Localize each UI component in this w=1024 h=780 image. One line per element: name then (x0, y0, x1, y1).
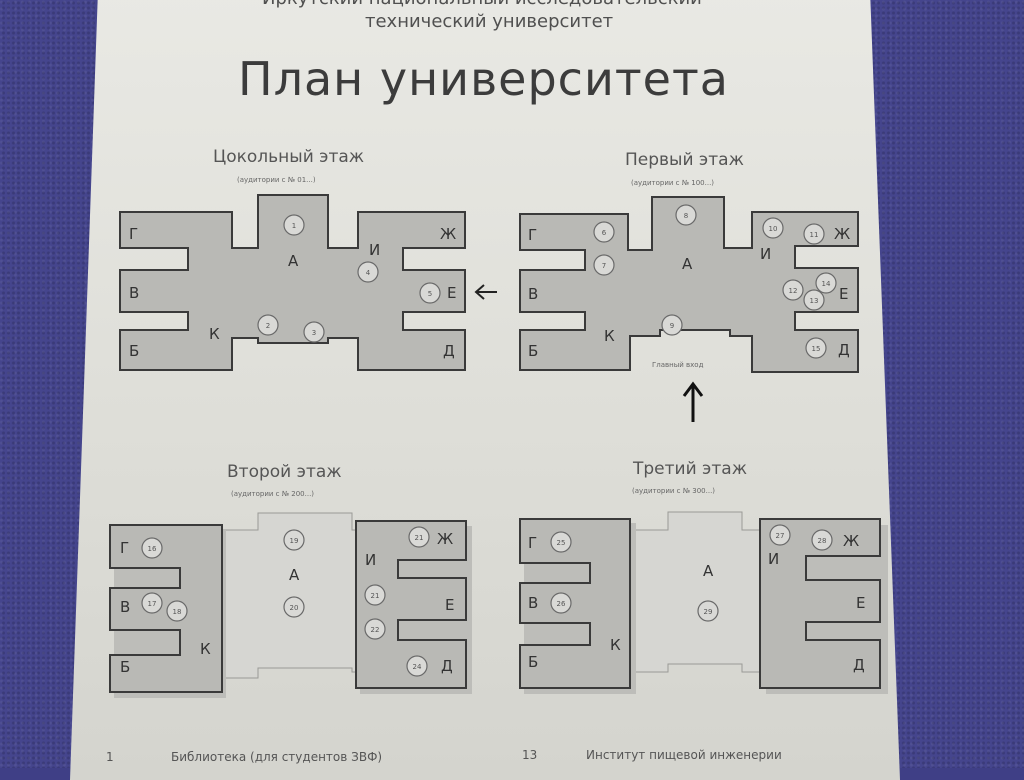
wing-label-g: Г (528, 534, 538, 552)
wing-label-b: Б (528, 653, 539, 671)
svg-text:14: 14 (822, 280, 831, 288)
legend-number: 13 (522, 748, 538, 762)
legend-item: Институт пищевой инженерии (586, 748, 782, 762)
floor-title-basement: Цокольный этаж (213, 147, 365, 167)
wing-label-a: А (703, 562, 714, 580)
wing-label-v: В (528, 594, 539, 612)
floor-sub-second: (аудитории с № 200...) (231, 490, 315, 498)
svg-text:9: 9 (670, 322, 674, 330)
svg-text:16: 16 (148, 545, 157, 553)
svg-text:29: 29 (704, 608, 713, 616)
page-title: План университета (238, 52, 729, 106)
legend-number: 1 (106, 750, 114, 764)
floor-sub-third: (аудитории с № 300...) (632, 487, 716, 495)
university-name-line2: технический университет (365, 11, 614, 32)
wing-label-a: А (288, 252, 299, 270)
wing-label-g: Г (120, 539, 130, 557)
svg-text:27: 27 (776, 532, 785, 540)
wing-label-e: Е (839, 285, 849, 303)
wing-label-d: Д (838, 341, 850, 359)
svg-text:3: 3 (312, 329, 316, 337)
svg-text:8: 8 (684, 212, 688, 220)
main-entrance-label: Главный вход (652, 361, 704, 369)
svg-text:10: 10 (769, 225, 778, 233)
wing-label-i: И (369, 241, 381, 259)
svg-text:17: 17 (148, 600, 157, 608)
wing-label-e: Е (445, 596, 455, 614)
wing-label-d: Д (443, 342, 455, 360)
svg-text:22: 22 (371, 626, 380, 634)
svg-text:12: 12 (789, 287, 798, 295)
floor-sub-first: (аудитории с № 100...) (631, 179, 715, 187)
svg-text:24: 24 (413, 663, 422, 671)
wing-label-zh: Ж (437, 530, 454, 548)
svg-text:11: 11 (810, 231, 819, 239)
wing-label-e: Е (447, 284, 457, 302)
wing-label-a: А (682, 255, 693, 273)
wing-label-b: Б (129, 342, 140, 360)
wing-label-e: Е (856, 594, 866, 612)
wing-label-d: Д (441, 657, 453, 675)
wing-label-i: И (768, 550, 780, 568)
wing-label-v: В (528, 285, 539, 303)
svg-text:28: 28 (818, 537, 827, 545)
wing-label-v: В (120, 598, 131, 616)
wing-label-v: В (129, 284, 140, 302)
svg-text:5: 5 (428, 290, 432, 298)
svg-text:6: 6 (602, 229, 607, 237)
wing-label-k: К (610, 636, 621, 654)
floor-title-second: Второй этаж (227, 462, 342, 482)
svg-text:20: 20 (290, 604, 299, 612)
wing-label-zh: Ж (440, 225, 457, 243)
wing-label-i: И (365, 551, 377, 569)
svg-text:18: 18 (173, 608, 182, 616)
wing-label-g: Г (129, 225, 139, 243)
wing-label-zh: Ж (843, 532, 860, 550)
wing-label-b: Б (528, 342, 539, 360)
svg-text:7: 7 (602, 262, 606, 270)
floor-title-third: Третий этаж (633, 459, 748, 479)
svg-text:2: 2 (266, 322, 270, 330)
wing-label-i: И (760, 245, 772, 263)
svg-text:25: 25 (557, 539, 566, 547)
wing-label-g: Г (528, 226, 538, 244)
svg-text:21: 21 (415, 534, 424, 542)
wing-label-k: К (604, 327, 615, 345)
university-name-line1: Иркутский национальный исследовательский (262, 0, 702, 9)
svg-text:21: 21 (371, 592, 380, 600)
svg-text:1: 1 (292, 222, 296, 230)
floor-sub-basement: (аудитории с № 01...) (237, 176, 316, 184)
svg-text:4: 4 (366, 269, 371, 277)
svg-text:13: 13 (810, 297, 819, 305)
legend-item: Библиотека (для студентов ЗВФ) (171, 750, 383, 764)
svg-text:19: 19 (290, 537, 299, 545)
floor-title-first: Первый этаж (625, 150, 744, 170)
wing-label-b: Б (120, 658, 131, 676)
wing-label-k: К (200, 640, 211, 658)
svg-text:15: 15 (812, 345, 821, 353)
wing-label-a: А (289, 566, 300, 584)
wing-label-d: Д (853, 656, 865, 674)
svg-text:26: 26 (557, 600, 566, 608)
wing-label-k: К (209, 325, 220, 343)
wing-label-zh: Ж (834, 225, 851, 243)
